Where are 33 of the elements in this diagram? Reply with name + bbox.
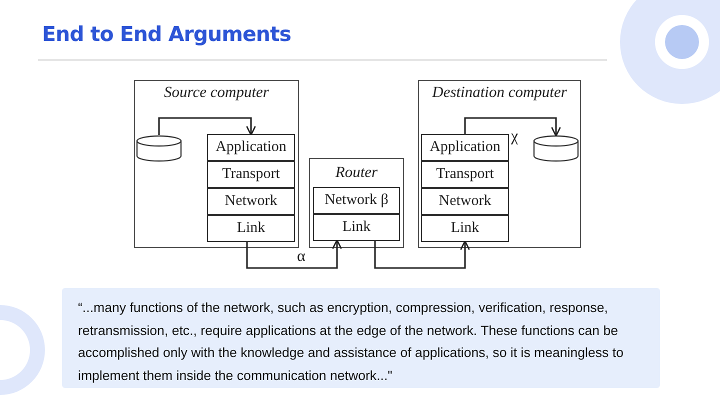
layer-label: Link [450,220,480,237]
layer-label: Transport [436,166,494,183]
edge-label: α [297,248,306,266]
quote-text: “...many functions of the network, such as encryption, compression, verification, response, retransmission, etc., require applications at the edge of the network. These functions can be accomplished only with the knowledge and assistance of applications, so it is meaningless to implement them inside the communication network..." [78,299,624,385]
layer-box [421,134,509,161]
layer-box [313,187,400,214]
layer-label: Network [438,193,492,210]
device-frame [418,80,581,248]
disk-cylinder [136,135,182,162]
layer-box [313,214,400,241]
frame-title: Destination computer [431,84,568,102]
layer-box [421,215,509,242]
device-frame [134,80,299,248]
quote-panel [62,288,660,388]
layer-label: Link [236,220,266,237]
layer-label: Application [430,139,500,156]
disk-cylinder [533,135,579,162]
layer-label: Network [224,193,278,210]
layer-box [207,188,295,215]
layer-label: Application [216,139,286,156]
device-frame [309,158,404,248]
layer-box [421,161,509,188]
layer-label: Link [342,219,371,236]
frame-title: Router [334,164,379,182]
layer-label: Network β [324,192,388,209]
slide-title: End to End Arguments [42,22,291,46]
frame-title: Source computer [163,84,270,102]
layer-box [207,161,295,188]
layer-box [207,215,295,242]
edge-label: χ [511,128,518,146]
layer-box [421,188,509,215]
layer-label: Transport [222,166,280,183]
layer-box [207,134,295,161]
